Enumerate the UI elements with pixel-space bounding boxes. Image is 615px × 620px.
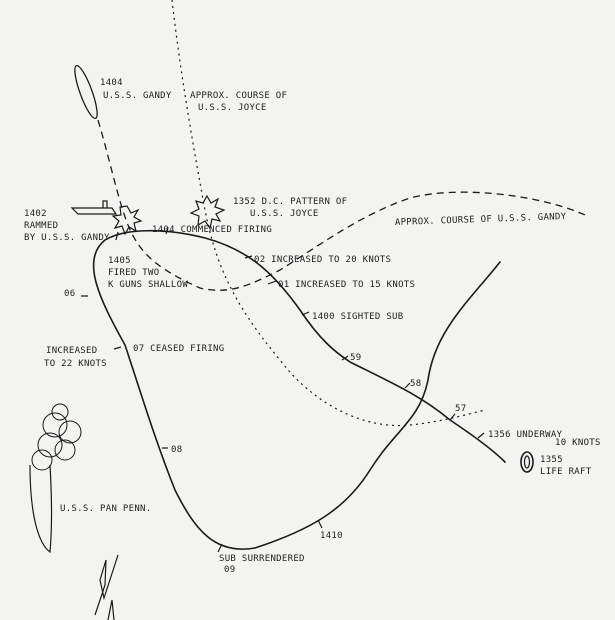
pan-penn-label: U.S.S. PAN PENN. xyxy=(60,504,152,514)
fired-time-label: 1405 xyxy=(108,256,131,266)
north-arrow-icon xyxy=(94,554,119,620)
mark-06-label: 06 xyxy=(64,289,75,299)
life-raft-icon xyxy=(520,451,534,473)
raft-time-label: 1355 xyxy=(540,455,563,465)
gandy-time-label: 1404 xyxy=(100,78,123,88)
mark-58-label: 58 xyxy=(410,379,421,389)
submarine-icon xyxy=(70,207,118,215)
tick-58 xyxy=(404,382,411,389)
tick-01 xyxy=(267,280,277,285)
raft-label: LIFE RAFT xyxy=(540,467,592,477)
rammed-label-1: RAMMED xyxy=(24,221,58,231)
ceased-firing-label: 07 CEASED FIRING xyxy=(133,344,225,354)
pan-penn-smoke-icon xyxy=(31,403,82,471)
joyce-course-label-1: APPROX. COURSE OF xyxy=(190,91,287,101)
ramming-burst-icon xyxy=(111,205,143,236)
mark-59-label: 59 xyxy=(350,353,361,363)
mark-08-label: 08 xyxy=(171,445,182,455)
gandy-ship-icon xyxy=(74,64,98,120)
joyce-course-label-2: U.S.S. JOYCE xyxy=(198,103,267,113)
rammed-time-label: 1402 xyxy=(24,209,47,219)
tick-09 xyxy=(217,543,223,553)
fired-label-1: FIRED TWO xyxy=(108,268,159,278)
tick-07 xyxy=(113,346,122,350)
increased-15-label: 01 INCREASED TO 15 KNOTS xyxy=(278,280,415,290)
pan-penn-ship-icon xyxy=(29,464,53,554)
sighted-sub-label: 1400 SIGHTED SUB xyxy=(312,312,404,322)
mark-09-label: 09 xyxy=(224,565,235,575)
mark-1410-label: 1410 xyxy=(320,531,343,541)
mark-57-label: 57 xyxy=(455,404,466,414)
sub-surrendered-label: SUB SURRENDERED xyxy=(219,554,305,564)
joyce-course xyxy=(171,0,486,427)
tick-02 xyxy=(244,255,253,259)
gandy-course-label: APPROX. COURSE OF U.S.S. GANDY xyxy=(395,212,567,228)
tick-1356 xyxy=(477,432,485,439)
increased-20-label: 02 INCREASED TO 20 KNOTS xyxy=(254,255,391,265)
gandy-name-label: U.S.S. GANDY xyxy=(103,91,172,101)
ship-track xyxy=(92,229,506,550)
underway-label-2: 10 KNOTS xyxy=(555,438,601,448)
tick-1404 xyxy=(165,226,169,235)
fired-label-2: K GUNS SHALLOW xyxy=(108,280,188,290)
tick-57 xyxy=(449,413,456,421)
increased-22-label-1: INCREASED xyxy=(46,346,97,356)
dc-pattern-label-1: 1352 D.C. PATTERN OF xyxy=(233,197,347,207)
conning-tower-icon xyxy=(102,200,108,208)
gandy-course xyxy=(97,119,586,291)
increased-22-label-2: TO 22 KNOTS xyxy=(44,359,107,369)
tick-1410 xyxy=(317,519,323,529)
underway-label-1: 1356 UNDERWAY xyxy=(488,430,563,440)
tick-1400 xyxy=(301,311,310,316)
commenced-firing-label: 1404 COMMENCED FIRING xyxy=(152,225,272,235)
dc-pattern-burst-icon xyxy=(189,194,226,230)
dc-pattern-label-2: U.S.S. JOYCE xyxy=(250,209,319,219)
tick-1405 xyxy=(115,231,119,241)
tick-59 xyxy=(341,355,349,361)
rammed-label-2: BY U.S.S. GANDY xyxy=(24,233,110,243)
